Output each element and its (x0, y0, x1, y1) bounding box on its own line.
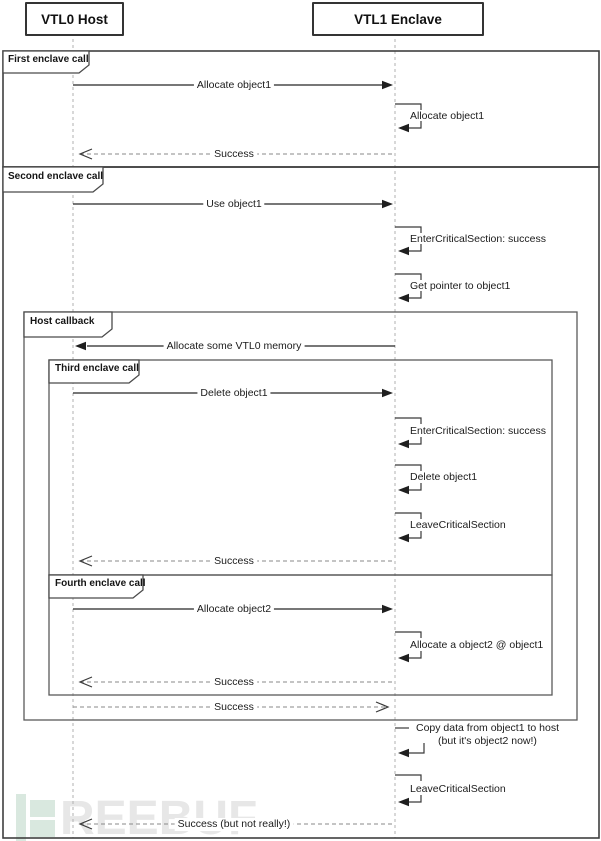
frame-label-host-callback: Host callback (30, 316, 95, 327)
freebuf-watermark-text: REEBUF (60, 792, 258, 841)
message-label: Use object1 (203, 198, 265, 211)
actor-vtl0-host-label: VTL0 Host (41, 11, 108, 27)
frame-tab-third (48, 359, 140, 384)
message-label: Success (but not really!) (174, 818, 294, 831)
freebuf-logo-bar (16, 794, 26, 841)
frame-label-second: Second enclave call (8, 171, 104, 182)
frame-host-callback (23, 311, 578, 721)
message-label: Allocate object1 (193, 79, 275, 92)
message-label: Delete object1 (197, 387, 271, 400)
self-message-label: EnterCriticalSection: success (410, 233, 546, 245)
freebuf-logo-square-bottom (30, 820, 55, 837)
frame-tab-second (2, 166, 104, 193)
actor-vtl1-enclave-label: VTL1 Enclave (354, 11, 442, 27)
self-message-label: Get pointer to object1 (410, 280, 511, 292)
frame-tab-fourth (48, 574, 144, 599)
self-get-pointer-object1 (395, 273, 422, 303)
message-label: Success (211, 555, 257, 568)
self-message-label: EnterCriticalSection: success (410, 425, 546, 437)
self-message-label: Delete object1 (410, 471, 478, 483)
frame-tab-first (2, 50, 90, 74)
frame-first-enclave-call (2, 50, 600, 168)
self-message-label: LeaveCriticalSection (410, 519, 506, 531)
self-allocate-object1 (395, 103, 422, 133)
frame-label-first: First enclave call (8, 54, 89, 65)
freebuf-logo-square-top (30, 800, 55, 817)
frame-fourth-enclave-call (48, 574, 553, 696)
self-message-line1: Copy data from object1 to host (416, 722, 559, 734)
self-message-label: LeaveCriticalSection (410, 783, 506, 795)
frame-second-enclave-call (2, 166, 600, 839)
message-label: Allocate object2 (193, 603, 275, 616)
self-allocate-object2-at-object1 (395, 631, 422, 663)
self-leavecriticalsection-1 (395, 512, 422, 543)
frame-label-third: Third enclave call (55, 363, 139, 374)
message-label: Success (211, 701, 257, 714)
message-label: Success (211, 148, 257, 161)
self-entercriticalsection-1 (395, 226, 422, 256)
self-message-label: Allocate a object2 @ object1 (410, 639, 544, 651)
self-message-line2: (but it's object2 now!) (438, 734, 537, 747)
actor-vtl1-enclave: VTL1 Enclave (312, 2, 484, 36)
self-delete-object1 (395, 464, 422, 495)
self-entercriticalsection-2 (395, 417, 422, 449)
frame-tab-host-callback (23, 311, 113, 338)
message-label: Allocate some VTL0 memory (163, 340, 305, 353)
frame-third-enclave-call (48, 359, 553, 576)
self-leavecriticalsection-2 (395, 774, 422, 807)
actor-vtl0-host: VTL0 Host (25, 2, 124, 36)
self-copy-data-object1 (395, 727, 425, 758)
frame-label-fourth: Fourth enclave call (55, 578, 146, 589)
self-message-label: Allocate object1 (410, 110, 485, 122)
self-message-label-multiline: Copy data from object1 to host (but it's… (405, 722, 570, 747)
message-label: Success (211, 676, 257, 689)
